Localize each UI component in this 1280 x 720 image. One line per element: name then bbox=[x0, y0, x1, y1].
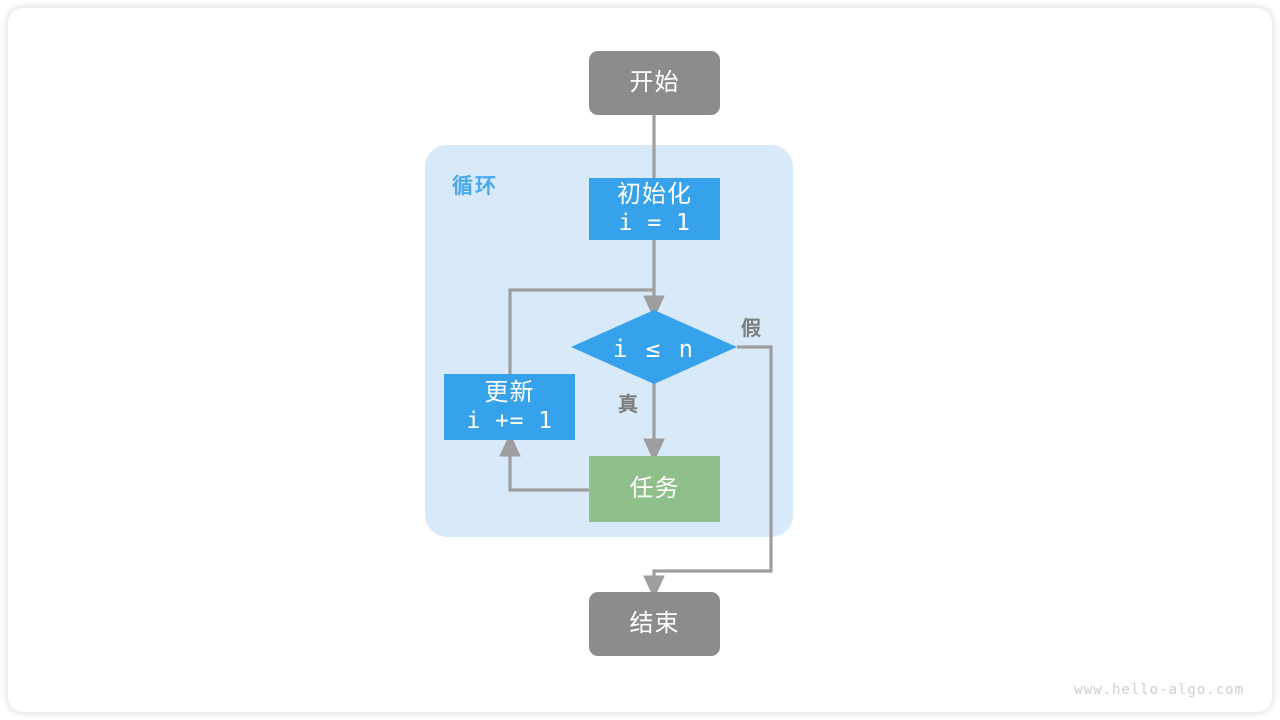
node-end[interactable]: 结束 bbox=[589, 592, 720, 656]
node-initialize-expression: i = 1 bbox=[618, 209, 691, 236]
node-update[interactable]: 更新 i += 1 bbox=[444, 374, 575, 440]
decision-diamond bbox=[571, 310, 737, 384]
node-start[interactable]: 开始 bbox=[589, 51, 720, 115]
node-initialize[interactable]: 初始化 i = 1 bbox=[589, 178, 720, 240]
node-update-label: 更新 bbox=[484, 379, 535, 407]
node-decision[interactable]: i ≤ n bbox=[571, 335, 737, 363]
node-start-label: 开始 bbox=[629, 68, 680, 96]
edge-label-true: 真 bbox=[618, 394, 638, 416]
node-task[interactable]: 任务 bbox=[589, 456, 720, 522]
node-update-expression: i += 1 bbox=[466, 407, 553, 434]
node-decision-expression: i ≤ n bbox=[612, 335, 696, 363]
node-task-label: 任务 bbox=[629, 474, 680, 502]
node-initialize-label: 初始化 bbox=[617, 181, 692, 209]
watermark: www.hello-algo.com bbox=[1074, 682, 1244, 698]
edge-decision-false-to-end bbox=[643, 345, 773, 600]
node-end-label: 结束 bbox=[629, 609, 680, 637]
loop-container-label: 循环 bbox=[452, 175, 498, 198]
edge-label-false: 假 bbox=[741, 318, 761, 340]
edge-update-to-decision bbox=[508, 288, 654, 374]
